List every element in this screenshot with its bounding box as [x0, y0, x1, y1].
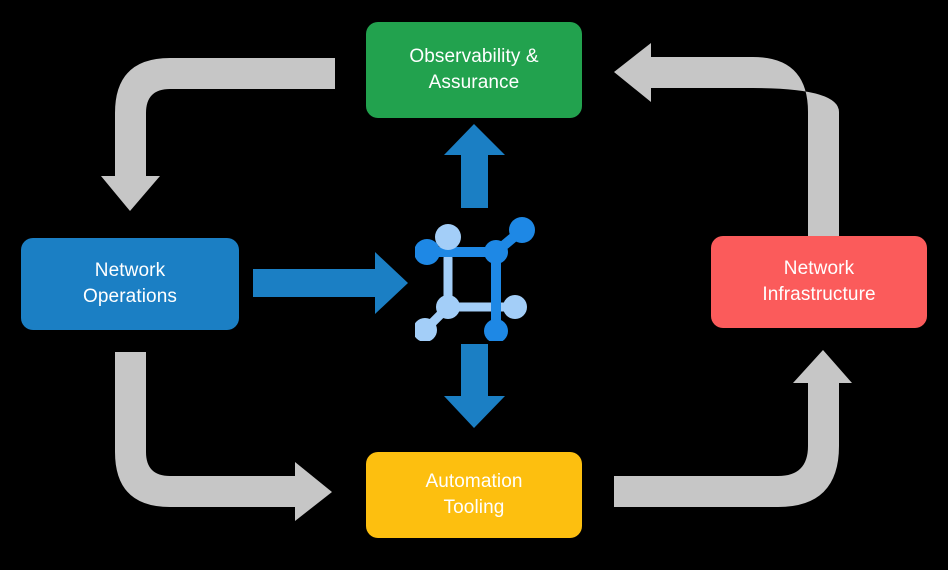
node-label-automation: Automation Tooling — [425, 471, 523, 518]
node-label-operations: Network Operations — [83, 260, 177, 307]
node-label-observability: Observability & Assurance — [409, 46, 539, 93]
node-automation-tooling[interactable]: Automation Tooling — [366, 452, 582, 538]
arrow-automation-to-infrastructure — [614, 350, 852, 507]
arrow-center-to-observability — [444, 124, 505, 208]
network-topology-icon — [415, 217, 535, 341]
arrow-operations-to-center — [253, 252, 408, 314]
node-label-infrastructure: Network Infrastructure — [762, 258, 876, 305]
node-network-operations[interactable]: Network Operations — [21, 238, 239, 330]
node-network-infrastructure[interactable]: Network Infrastructure — [711, 236, 927, 328]
arrow-center-to-automation — [444, 344, 505, 428]
arrow-infrastructure-to-observability — [614, 43, 839, 236]
arrow-observability-to-operations — [101, 58, 335, 211]
node-observability-assurance[interactable]: Observability & Assurance — [366, 22, 582, 118]
arrow-operations-to-automation — [115, 352, 332, 521]
